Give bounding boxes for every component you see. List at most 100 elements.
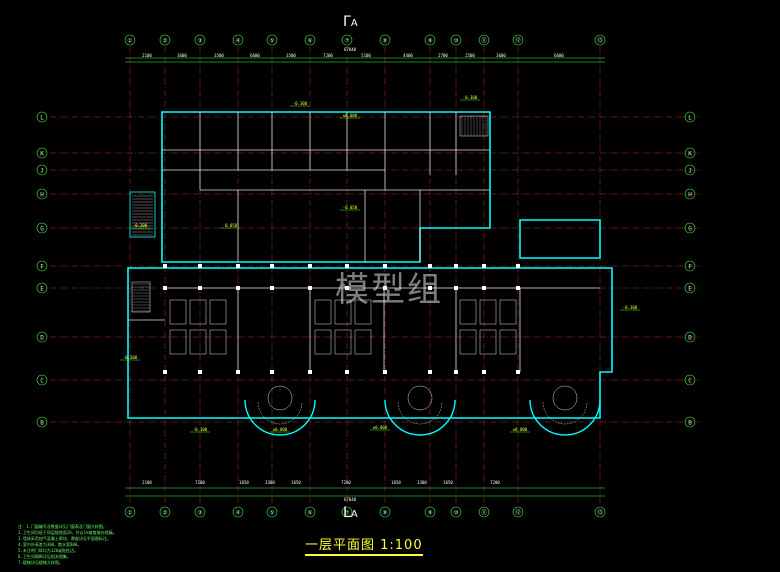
stair (131, 281, 151, 313)
bay-stair (267, 385, 293, 411)
axis-bubble (232, 506, 244, 518)
dimension-segment: 6600 (250, 53, 260, 58)
elevation-label: ±0.000 (373, 425, 388, 430)
axis-bubble (684, 164, 696, 176)
axis-label: D (40, 335, 44, 342)
entry-ramp (129, 191, 156, 238)
axis-label: ③ (197, 38, 202, 45)
desk-group (499, 329, 517, 355)
column (270, 370, 274, 374)
axis-bubble (304, 506, 316, 518)
desk-group (479, 299, 497, 325)
axis-label: ⑪ (481, 37, 487, 45)
axis-label: B (40, 420, 44, 427)
axis-bubble (232, 34, 244, 46)
axis-label: ① (127, 510, 132, 517)
axis-bubble (424, 34, 436, 46)
axis-label: ⑫ (515, 37, 521, 45)
annex-outline (519, 219, 601, 259)
column (428, 370, 432, 374)
axis-label: E (40, 286, 44, 293)
column (345, 264, 349, 268)
desk-group (169, 329, 187, 355)
axis-label: B (688, 420, 692, 427)
column (308, 370, 312, 374)
dimension-segment: 7200 (323, 53, 333, 58)
axis-label: L (40, 115, 44, 122)
note-line: 注：1.门窗编号及数量详见门窗表及门窗大样图。 (18, 524, 107, 529)
dimension-segment: 3600 (496, 53, 506, 58)
axis-bubble (36, 111, 48, 123)
desk-group (459, 329, 477, 355)
note-line: 6.卫生间隔断详见相关图集。 (18, 554, 71, 559)
axis-label: ⑦ (344, 510, 349, 517)
axis-bubble (594, 506, 606, 518)
desk-group (314, 299, 332, 325)
column (345, 370, 349, 374)
axis-label: ④ (235, 510, 240, 517)
axis-label: ① (127, 38, 132, 45)
column (270, 286, 274, 290)
axis-bubble (512, 506, 524, 518)
axis-label: L (688, 115, 692, 122)
axis-bubble (684, 282, 696, 294)
axis-bubble (124, 506, 136, 518)
column (236, 264, 240, 268)
axis-bubble (684, 147, 696, 159)
bay-window (384, 399, 456, 436)
dimension-segment: 2500 (465, 53, 475, 58)
desk-group (459, 299, 477, 325)
desk-group (189, 299, 207, 325)
axis-bubble (379, 506, 391, 518)
axis-bubble (36, 374, 48, 386)
axis-bubble (594, 34, 606, 46)
axis-bubble (36, 416, 48, 428)
column (516, 370, 520, 374)
desk-group (479, 329, 497, 355)
column (454, 264, 458, 268)
desk-group (354, 299, 372, 325)
dimension-segment: 2700 (438, 53, 448, 58)
column (198, 370, 202, 374)
dimension-segment: 3600 (177, 53, 187, 58)
section-marker-top: ΓA (343, 14, 358, 30)
column (482, 370, 486, 374)
axis-label: ③ (197, 510, 202, 517)
note-line: 4.室内外高差为300，散水宽800。 (18, 542, 82, 547)
axis-bubble (124, 34, 136, 46)
axis-bubble (159, 34, 171, 46)
axis-bubble (36, 260, 48, 272)
column (383, 264, 387, 268)
elevation-label: -0.300 (623, 305, 638, 310)
axis-label: ⑬ (597, 37, 603, 45)
axis-label: C (688, 378, 692, 385)
column (516, 286, 520, 290)
section-marker-bottom: LA (343, 505, 358, 521)
dimension-segment: 7200 (195, 480, 205, 485)
elevation-label: -0.050 (223, 223, 238, 228)
axis-label: J (688, 168, 692, 175)
axis-bubble (36, 282, 48, 294)
axis-bubble (478, 34, 490, 46)
dimension-total: 67040 (344, 497, 357, 502)
column (482, 264, 486, 268)
axis-label: ⑪ (481, 509, 487, 517)
desk-group (189, 329, 207, 355)
axis-label: K (40, 151, 44, 158)
dimension-segment: 3500 (214, 53, 224, 58)
walls (127, 111, 613, 436)
axis-label: ⑧ (382, 38, 387, 45)
axis-label: F (40, 264, 44, 271)
axis-bubble (450, 506, 462, 518)
column (198, 264, 202, 268)
axis-bubble (266, 506, 278, 518)
column (198, 286, 202, 290)
elevation-label: -0.050 (343, 205, 358, 210)
axis-bubble (684, 374, 696, 386)
elevation-label: ±0.000 (273, 427, 288, 432)
desk-group (499, 299, 517, 325)
elevation-label: ±0.000 (513, 427, 528, 432)
axis-bubble (684, 188, 696, 200)
axis-label: ⑤ (269, 38, 274, 45)
elevation-label: ±0.000 (343, 113, 358, 118)
